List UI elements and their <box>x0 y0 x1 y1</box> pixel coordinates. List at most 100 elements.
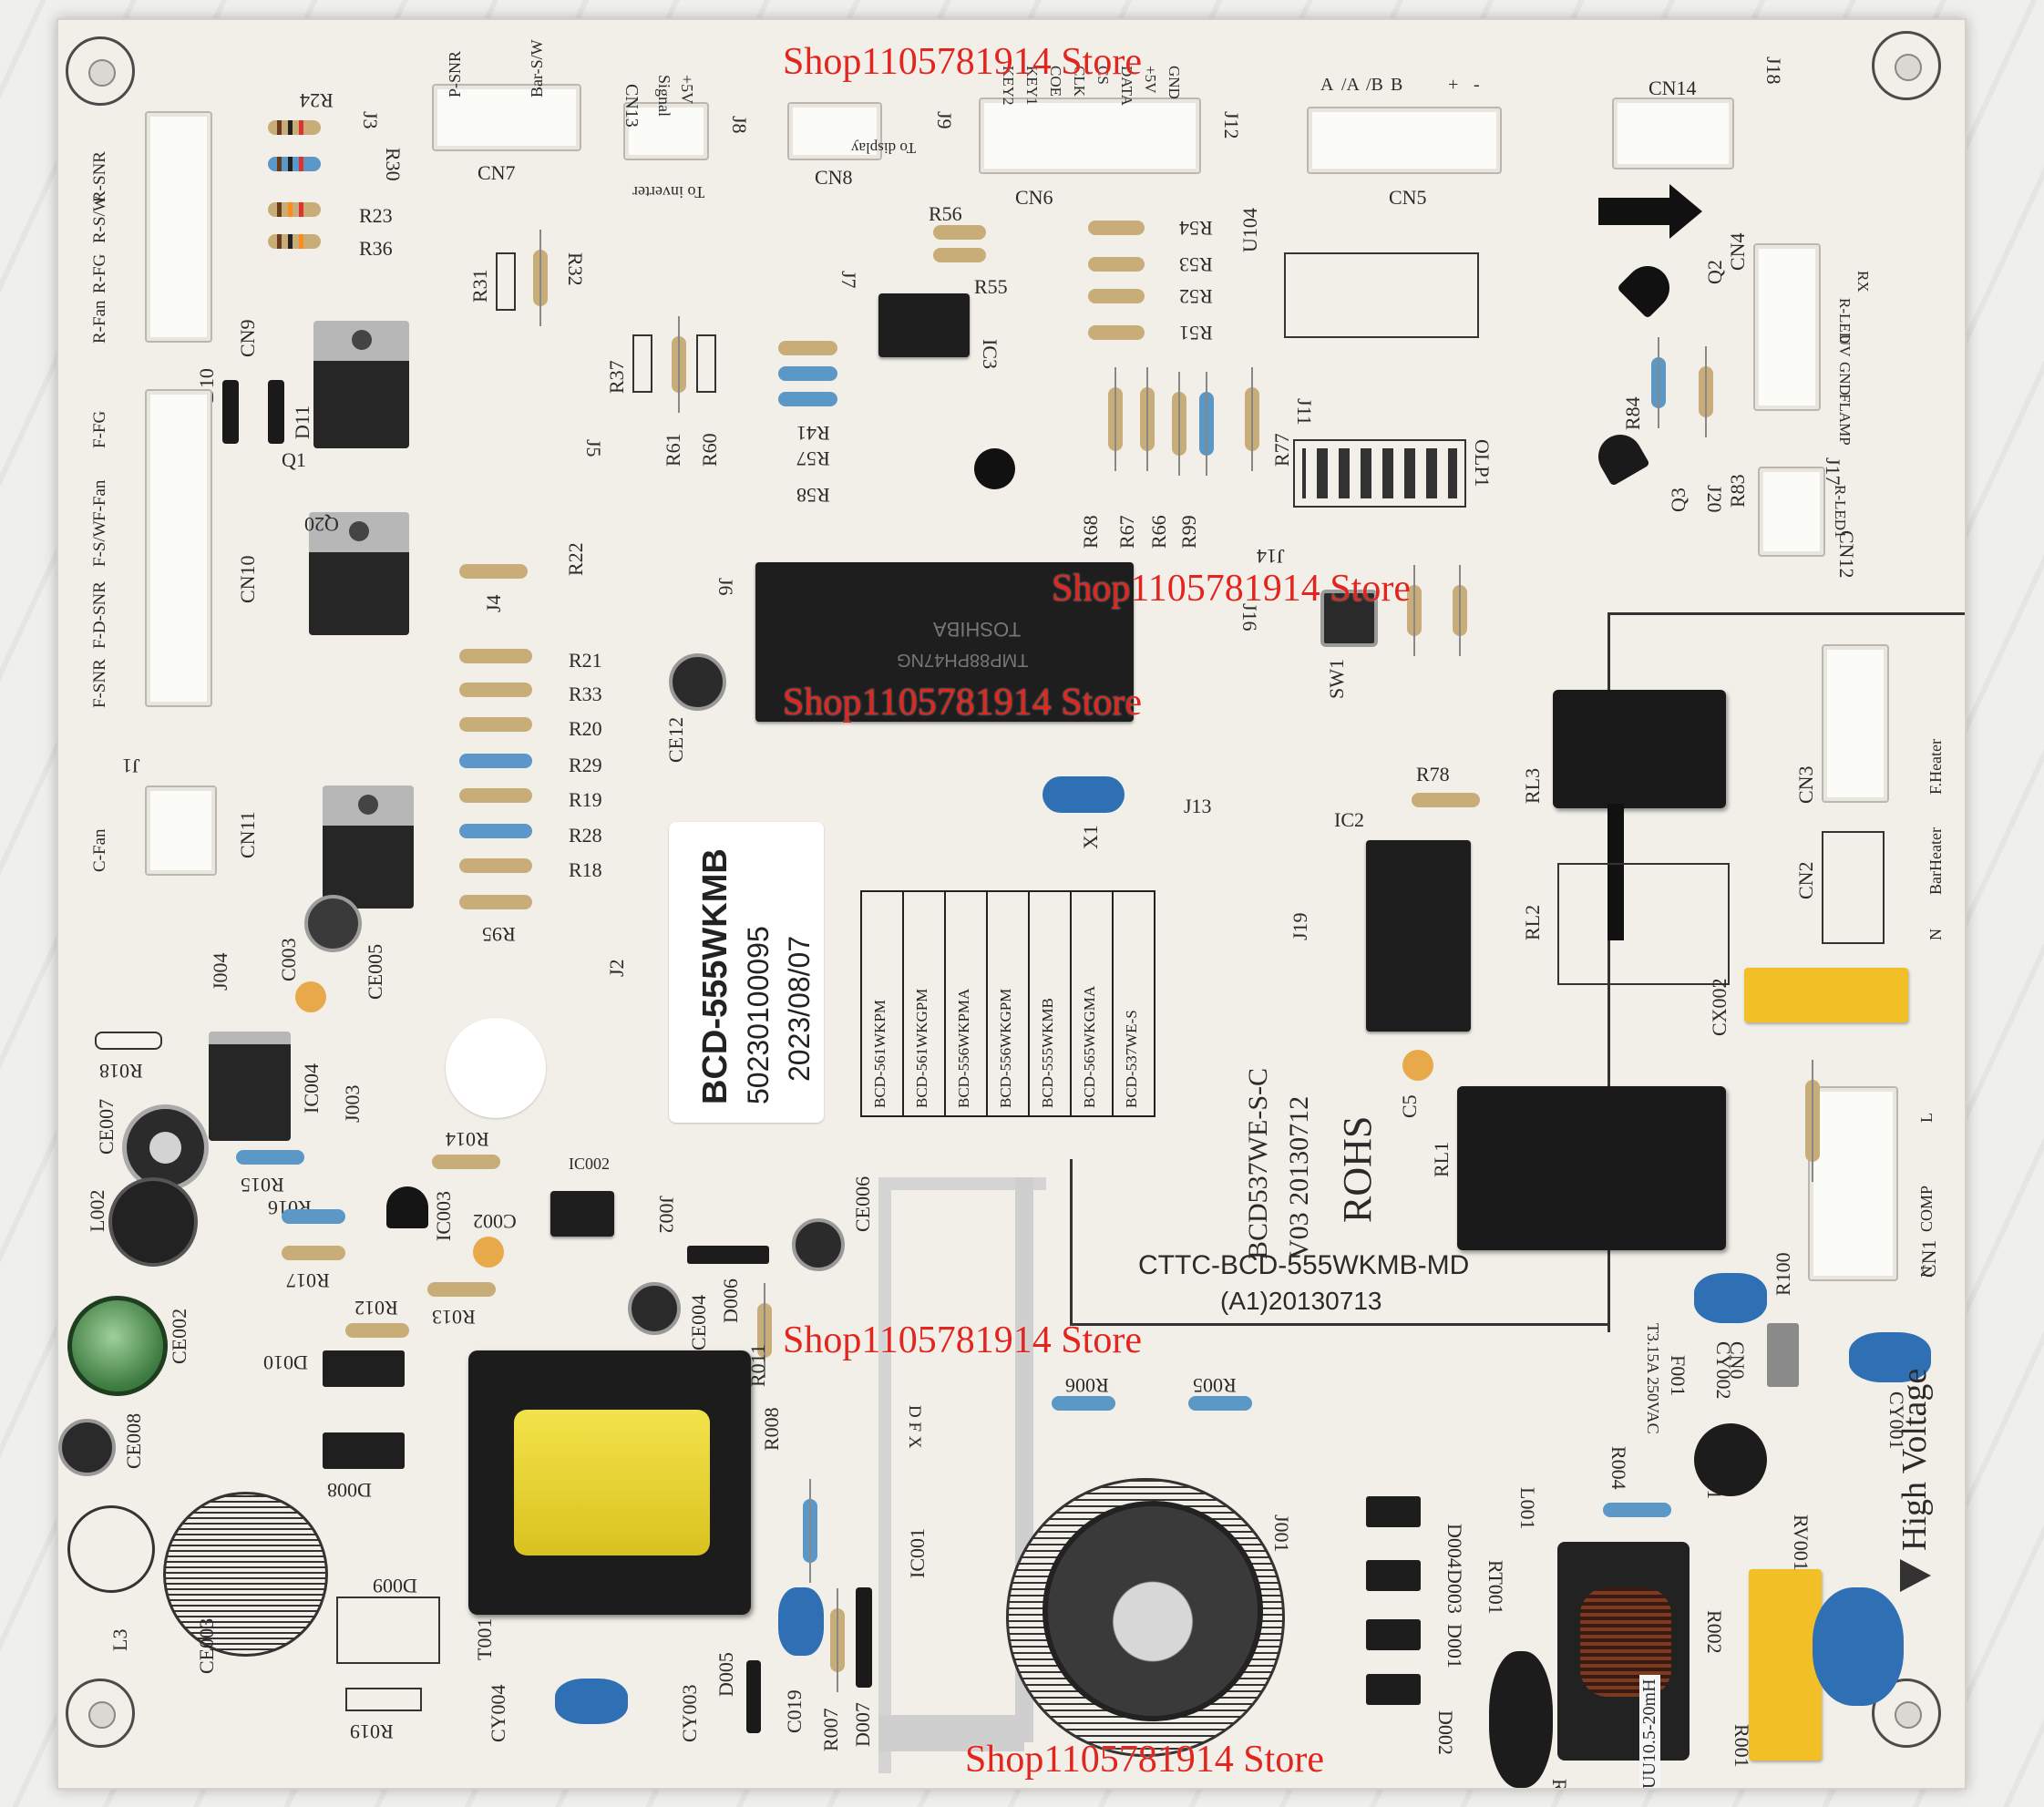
cn9-pin-2: R-S/W <box>90 195 109 243</box>
watermark-2: Shop1105781914 Store <box>1052 568 1411 610</box>
rv001-label: RV001 <box>1790 1514 1813 1571</box>
r41-label: R41 <box>796 422 830 445</box>
ce004-label: CE004 <box>687 1294 710 1350</box>
r58-label: R58 <box>796 484 830 507</box>
variant-3: BCD-556WKPMA <box>955 988 972 1108</box>
watermark-3: Shop1105781914 Store <box>783 682 1142 724</box>
heatsink-bracket <box>878 1177 1046 1773</box>
resistor-r20 <box>439 717 552 732</box>
connector-cn1 <box>1808 1086 1898 1281</box>
capacitor-cx001 <box>1749 1569 1822 1761</box>
pcb-board: CN9 R-SNR R-S/W R-FG R-Fan R24 R30 R23 R… <box>56 18 1967 1790</box>
cn9-pin-3: R-FG <box>90 253 109 293</box>
cn11-label: CN11 <box>236 811 259 858</box>
j6-label: J6 <box>714 578 737 596</box>
cn5-pin-6: - <box>1474 75 1480 95</box>
diode-d008 <box>323 1432 405 1469</box>
r19-label: R19 <box>569 788 602 811</box>
resistor-r77 <box>1245 387 1259 451</box>
connector-cn7 <box>432 84 581 151</box>
d003-label: D003 <box>1443 1569 1466 1614</box>
y-capacitor-cy001 <box>1849 1332 1931 1382</box>
variant-1: BCD-561WKPM <box>871 999 888 1108</box>
j18-label: J18 <box>1762 56 1785 85</box>
rl1-label: RL1 <box>1430 1141 1453 1177</box>
cy004-label: CY004 <box>487 1684 509 1742</box>
r68-label: R68 <box>1079 515 1102 549</box>
ic2-label: IC2 <box>1334 808 1364 831</box>
cn7-pin-1: P-SNR <box>446 50 464 98</box>
resistor-r78 <box>1392 793 1500 807</box>
hv-zone-top <box>1607 612 1965 615</box>
cn13-pin-2: +5V <box>678 75 696 105</box>
ic3-label: IC3 <box>979 339 1001 369</box>
watermark-4: Shop1105781914 Store <box>783 1319 1142 1361</box>
mounting-hole-top-right <box>1872 31 1941 100</box>
q3-label: Q3 <box>1667 488 1690 512</box>
footprint-r019 <box>345 1688 422 1711</box>
capacitor-ce008 <box>58 1419 116 1476</box>
r24-label: R24 <box>300 89 334 112</box>
cn4-pin-4: GND <box>1836 362 1854 395</box>
cn6-label: CN6 <box>1015 186 1053 209</box>
cn5-pin-2: /A <box>1341 75 1360 95</box>
d009-label: D009 <box>373 1575 417 1597</box>
resistor-r51 <box>1068 325 1165 340</box>
inductor-rating-label: UU10.5-20mH <box>1639 1675 1660 1788</box>
variant-4: BCD-556WKGPM <box>997 988 1014 1108</box>
resistor-r41-b <box>758 366 858 381</box>
ic2-chip <box>1366 840 1471 1032</box>
r002-label: R002 <box>1703 1610 1726 1654</box>
cn4-pin-5: FLAMP <box>1836 394 1854 446</box>
mounting-hole-bottom-left <box>66 1679 135 1748</box>
j11-label: J11 <box>1293 398 1316 426</box>
capacitor-c5 <box>1402 1050 1433 1081</box>
resistor-r016 <box>262 1209 365 1224</box>
transistor-q2 <box>1617 257 1679 319</box>
rohs-label: ROHS <box>1335 1115 1380 1223</box>
resistor-r99 <box>1199 392 1214 456</box>
relay-rl3-lead <box>1607 804 1624 940</box>
j003-label: J003 <box>341 1084 364 1123</box>
transistor-ic003 <box>386 1186 428 1228</box>
d001-label: D001 <box>1443 1624 1466 1668</box>
c003-label: C003 <box>277 938 300 981</box>
resistor-r28 <box>439 824 552 838</box>
high-voltage-label: High Voltage <box>1895 1368 1934 1551</box>
diode-d007 <box>856 1587 872 1688</box>
r20-label: R20 <box>569 717 602 740</box>
r83-label: R83 <box>1726 474 1749 508</box>
resistor-r100 <box>1805 1080 1820 1162</box>
cn5-pin-4: B <box>1391 75 1403 95</box>
watermark-1: Shop1105781914 Store <box>783 41 1142 83</box>
cn4-pin-1: RX <box>1854 271 1872 293</box>
connector-cn9 <box>145 111 212 343</box>
r56-label: R56 <box>929 202 962 225</box>
resistor-r55 <box>913 248 1006 262</box>
cn10-pin-5: F-SNR <box>90 659 109 708</box>
ic002-label: IC002 <box>569 1155 610 1173</box>
cn3-label: CN3 <box>1794 765 1817 804</box>
diode-d010 <box>323 1350 405 1387</box>
resistor-r013 <box>407 1282 516 1297</box>
capacitor-ce006 <box>792 1218 845 1271</box>
resistor-r23 <box>248 202 341 217</box>
switch-sw1[interactable] <box>1320 590 1378 647</box>
y-capacitor-cy004 <box>555 1679 628 1724</box>
silk-model-label: CTTC-BCD-555WKMB-MD <box>1138 1250 1470 1280</box>
fiducial-dot <box>974 448 1015 489</box>
ic003-label: IC003 <box>432 1191 455 1241</box>
t001-label: T001 <box>473 1617 496 1660</box>
resistor-r005 <box>1168 1396 1272 1411</box>
watermark-5: Shop1105781914 Store <box>965 1739 1324 1781</box>
cn3-pin-3: N <box>1926 929 1945 940</box>
connector-olp1 <box>1293 439 1466 508</box>
cn5-pin-1: A <box>1320 75 1334 95</box>
resistor-r19 <box>439 788 552 803</box>
diode-d003 <box>1366 1560 1421 1591</box>
resistor-r012 <box>325 1323 429 1338</box>
to-inverter-label: To inverter <box>632 183 705 201</box>
resistor-r61 <box>672 336 686 393</box>
l002-label: L002 <box>86 1189 108 1232</box>
diode-d11 <box>268 380 284 444</box>
